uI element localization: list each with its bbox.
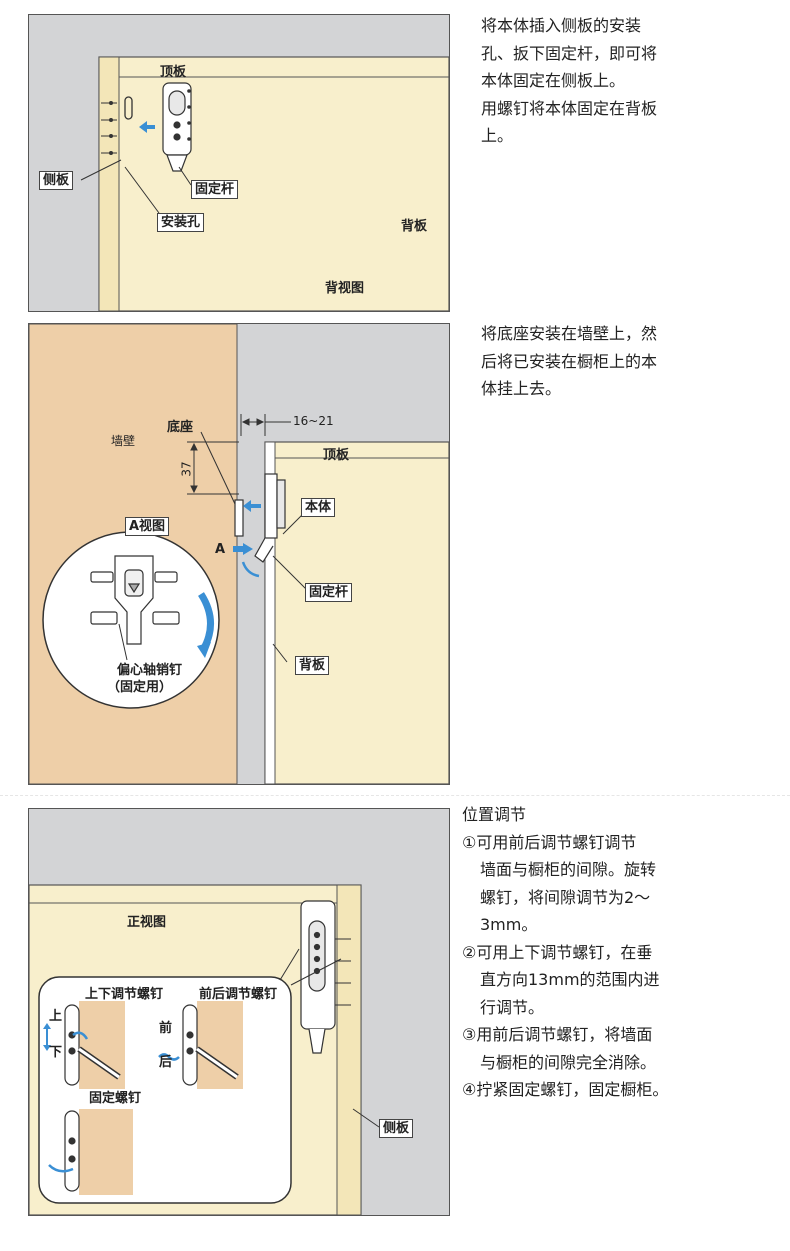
body-label: 本体 [301, 498, 336, 517]
desc-line: 上。 [481, 126, 514, 145]
step-line: ②可用上下调节螺钉，在垂 [462, 942, 653, 962]
step-line: 3mm。 [480, 915, 538, 934]
side-board-label: 侧板 [379, 1119, 414, 1138]
section-divider [0, 795, 790, 796]
step-line: 与橱柜的间隙完全消除。 [480, 1052, 657, 1072]
step-line: 直方向13mm的范围内进 [480, 970, 660, 989]
back-view-illustration [80, 56, 449, 311]
wall-mount-panel: 墙壁 底座 16~21 37 顶板 本体 A视图 A 固定杆 背板 偏心轴销钉 … [28, 323, 450, 785]
back-view-panel: 顶板 侧板 固定杆 安装孔 背板 背视图 [28, 14, 450, 312]
desc-line: 后将已安装在橱柜上的本 [481, 351, 658, 371]
desc-line: 体挂上去。 [481, 379, 562, 398]
fixing-lever-label: 固定杆 [191, 180, 239, 199]
desc-line: 用螺钉将本体固定在背板 [481, 98, 658, 118]
step-line: ③用前后调节螺钉，将墙面 [462, 1025, 653, 1044]
front-view-illustration [29, 884, 380, 1215]
step2-description: 将底座安装在墙壁上，然 后将已安装在橱柜上的本 体挂上去。 [481, 320, 657, 403]
mounting-hole-label: 安装孔 [157, 213, 205, 232]
desc-line: 将本体插入侧板的安装 [481, 16, 642, 35]
top-board-label: 顶板 [323, 448, 350, 463]
vertical-screw-label: 上下调节螺钉 [85, 987, 164, 1002]
height-dimension: 37 [179, 461, 194, 477]
desc-line: 孔、扳下固定杆，即可将 [481, 43, 658, 63]
gap-dimension: 16~21 [293, 414, 334, 428]
arrow-a-label: A [215, 542, 226, 557]
eccentric-pin-label: 偏心轴销钉 [117, 663, 183, 678]
fixing-lever-label: 固定杆 [305, 583, 353, 602]
step-line: 行调节。 [480, 997, 545, 1017]
hanger-body [254, 473, 286, 563]
top-board-label: 顶板 [160, 65, 187, 80]
eccentric-pin-note: （固定用） [107, 680, 173, 695]
step-line: ④拧紧固定螺钉，固定橱柜。 [462, 1080, 669, 1099]
desc-line: 本体固定在侧板上。 [481, 71, 626, 90]
step-line: 墙面与橱柜的间隙。旋转 [480, 860, 657, 879]
position-adjust-title: 位置调节 [462, 805, 527, 824]
down-label: 下 [49, 1045, 63, 1060]
fixing-screw-label: 固定螺钉 [89, 1091, 142, 1106]
step-line: 螺钉，将间隙调节为2～ [480, 887, 651, 907]
back-board-label: 背板 [295, 656, 330, 675]
front-label: 前 [159, 1021, 173, 1036]
a-view-bracket [90, 555, 180, 645]
base-label: 底座 [167, 420, 194, 435]
desc-line: 将底座安装在墙壁上，然 [481, 324, 658, 343]
back-label: 后 [159, 1055, 173, 1070]
depth-screw-label: 前后调节螺钉 [199, 987, 278, 1002]
step-line: ①可用前后调节螺钉调节 [462, 832, 637, 852]
front-view-panel: 正视图 上下调节螺钉 前后调节螺钉 上 下 前 后 固定螺钉 侧板 [28, 808, 450, 1216]
back-board-label: 背板 [401, 219, 428, 234]
wall-mount-illustration [29, 324, 449, 784]
hanger-body [162, 82, 192, 172]
back-view-title: 背视图 [325, 281, 365, 296]
side-board-label: 侧板 [39, 171, 74, 190]
step1-description: 将本体插入侧板的安装 孔、扳下固定杆，即可将 本体固定在侧板上。 用螺钉将本体固… [481, 12, 657, 150]
step3-description: 位置调节 ①可用前后调节螺钉调节 墙面与橱柜的间隙。旋转 螺钉，将间隙调节为2～… [462, 801, 668, 1104]
front-view-title: 正视图 [127, 915, 167, 930]
up-label: 上 [49, 1009, 63, 1024]
wall-label: 墙壁 [111, 434, 136, 448]
a-view-label: A视图 [125, 517, 170, 536]
